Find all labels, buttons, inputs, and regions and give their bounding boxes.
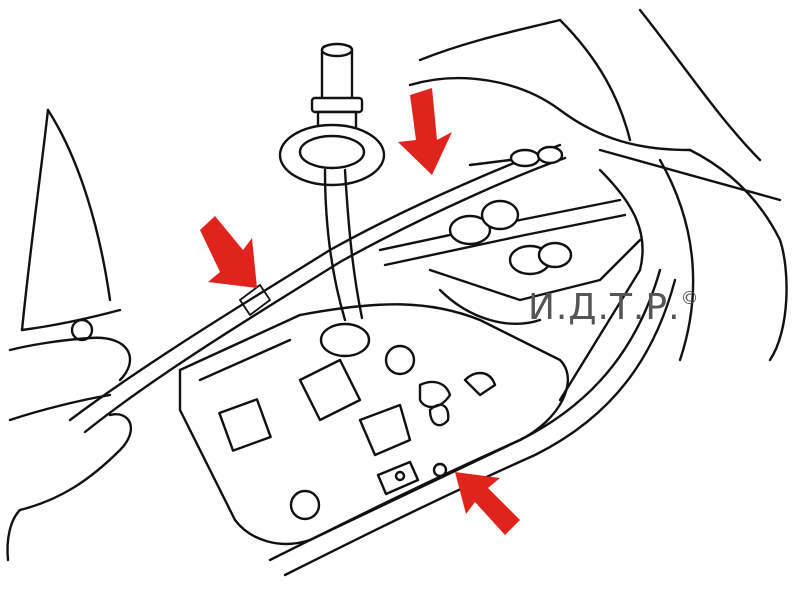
- copyright-symbol: ©: [680, 288, 700, 309]
- watermark: И.Д.Т.Р.©: [528, 290, 700, 326]
- watermark-text: И.Д.Т.Р.: [528, 287, 681, 328]
- cable-linkage: [378, 145, 644, 402]
- shifter-housing: [178, 303, 570, 546]
- callout-arrows: [200, 88, 520, 535]
- left-body-panel: [6, 108, 132, 562]
- arrow-upper-center: [398, 88, 452, 175]
- bottom-bracket: [268, 268, 677, 577]
- upper-right-body: [408, 8, 788, 362]
- shift-lever: [278, 42, 386, 358]
- arrow-lower-right: [455, 472, 520, 535]
- arrow-upper-left: [200, 216, 257, 288]
